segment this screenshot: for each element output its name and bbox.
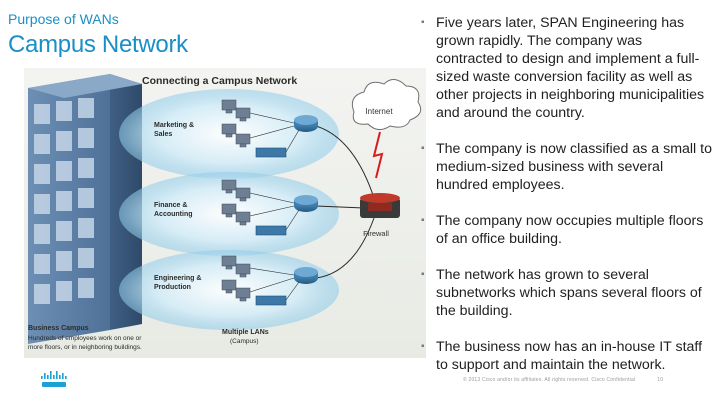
group-label: Accounting	[154, 211, 193, 218]
router-icon	[294, 267, 318, 284]
workstation-icon	[235, 263, 251, 278]
bullet-marker: ▪	[421, 215, 425, 226]
bullet-text: The network has grown to several subnetw…	[436, 267, 702, 319]
firewall-icon	[360, 193, 400, 218]
page-title: Campus Network	[8, 31, 188, 58]
internet-cloud-icon	[351, 79, 422, 130]
firewall-label: Firewall	[363, 229, 389, 238]
group-label: Finance &	[154, 202, 187, 209]
group-label: Production	[154, 284, 191, 291]
group-label: Sales	[154, 131, 172, 138]
bullet-text: The company now occupies multiple floors…	[436, 213, 704, 247]
footer: © 2013 Cisco and/or its affiliates. All …	[463, 377, 663, 383]
wan-link-icon	[372, 131, 384, 179]
cisco-logo-icon	[41, 371, 67, 387]
workstation-icon	[221, 99, 237, 114]
workstation-icon	[221, 179, 237, 194]
lans-title: Multiple LANs	[222, 329, 269, 336]
bullet-item: ▪ The business now has an in-house IT sta…	[420, 338, 712, 374]
bullet-text: The business now has an in-house IT staf…	[436, 339, 703, 373]
campus-desc: more floors, or in neighboring buildings…	[28, 344, 142, 351]
workstation-icon	[221, 203, 237, 218]
switch-icon	[255, 225, 287, 236]
router-icon	[294, 115, 318, 132]
bullet-item: ▪ Five years later, SPAN Engineering has …	[420, 14, 712, 122]
bullet-marker: ▪	[421, 341, 425, 352]
switch-icon	[255, 147, 287, 158]
workstation-icon	[235, 211, 251, 226]
bullet-text: Five years later, SPAN Engineering has g…	[436, 15, 705, 121]
page-number: 10	[657, 377, 664, 383]
bullet-marker: ▪	[421, 269, 425, 280]
workstation-icon	[221, 123, 237, 138]
bullet-item: ▪ The company is now classified as a smal…	[420, 140, 712, 194]
workstation-icon	[221, 279, 237, 294]
bullet-list: ▪ Five years later, SPAN Engineering has …	[420, 14, 712, 392]
switch-icon	[255, 295, 287, 306]
workstation-icon	[235, 287, 251, 302]
workstation-icon	[221, 255, 237, 270]
campus-desc: Hundreds of employees work on one or	[28, 335, 142, 342]
bullet-item: ▪ The network has grown to several subnet…	[420, 266, 712, 320]
bullet-marker: ▪	[421, 17, 425, 28]
lan-link-lines	[249, 112, 300, 301]
internet-label: Internet	[365, 107, 393, 116]
lans-subtitle: (Campus)	[230, 338, 259, 345]
campus-title: Business Campus	[28, 325, 89, 332]
diagram-title: Connecting a Campus Network	[142, 75, 297, 87]
copyright-text: © 2013 Cisco and/or its affiliates. All …	[463, 377, 636, 383]
router-icon	[294, 195, 318, 212]
uplink-lines	[315, 125, 375, 279]
group-label: Engineering &	[154, 275, 201, 282]
campus-network-diagram: Internet Firewall	[24, 68, 426, 358]
section-label: Purpose of WANs	[8, 11, 119, 27]
group-label: Marketing &	[154, 122, 194, 129]
bullet-marker: ▪	[421, 143, 425, 154]
bullet-text: The company is now classified as a small…	[436, 141, 712, 193]
bullet-item: ▪ The company now occupies multiple floor…	[420, 212, 712, 248]
workstation-icon	[235, 133, 251, 148]
